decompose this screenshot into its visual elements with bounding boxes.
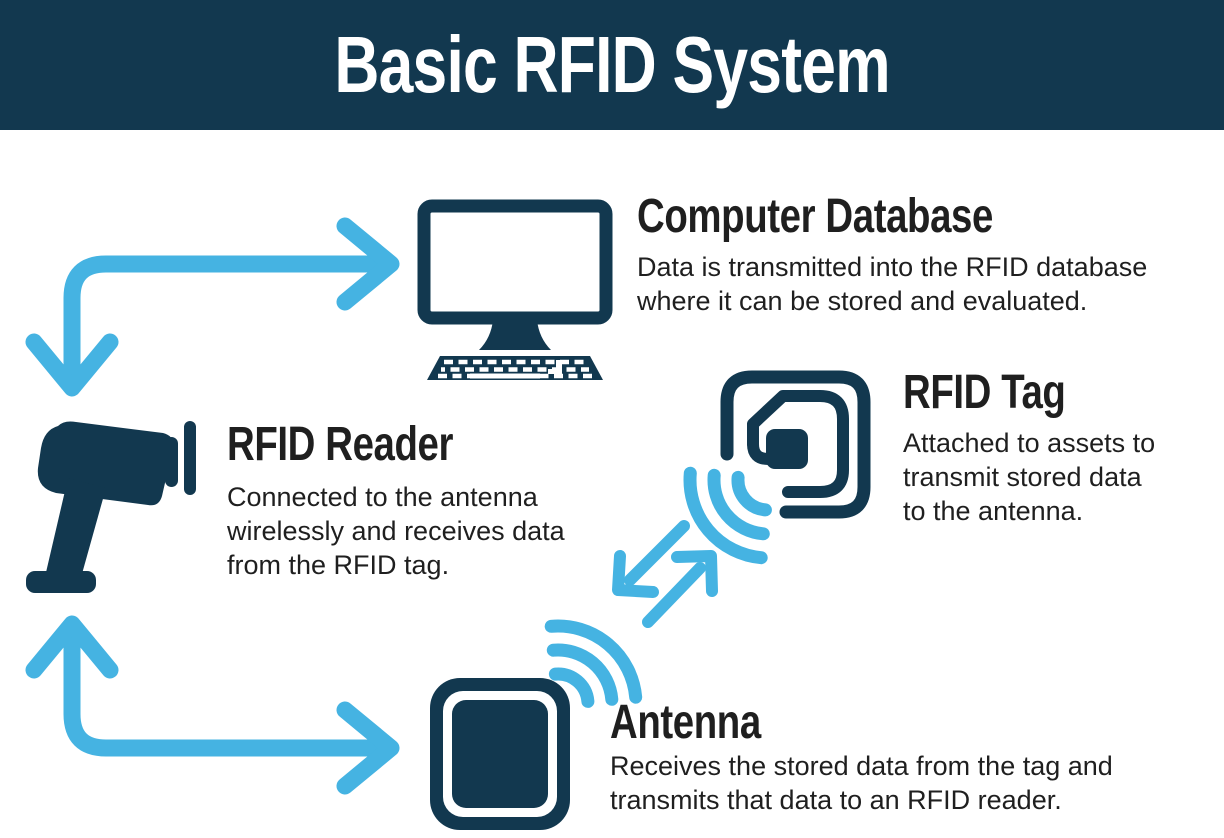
arrowhead-right-icon [336,701,400,795]
arrowhead-down-icon [25,333,119,397]
rfid-reader-title: RFID Reader [227,418,454,471]
computer-database-description: Data is transmitted into the RFID databa… [637,252,1148,316]
arrow-up-right-icon [642,562,706,628]
handheld-rfid-reader-icon [26,421,196,593]
antenna-signal-icon [544,619,643,708]
rfid-tag-description: Attached to assets to transmit stored da… [903,428,1156,526]
arrow-down-left-icon [624,520,690,586]
rfid-reader-description: Connected to the antenna wirelessly and … [227,482,565,580]
computer-database-title: Computer Database [637,190,993,243]
rfid-tag-title: RFID Tag [903,366,1066,419]
wireless-exchange-arrows [612,520,718,628]
antenna-description: Receives the stored data from the tag an… [610,751,1113,815]
desktop-computer-icon [417,199,613,380]
arrowhead-up-icon [25,615,119,679]
reader-antenna-arrow [25,615,400,795]
arrowhead-right-icon [336,217,400,311]
page-title: Basic RFID System [334,20,890,109]
antenna-icon [430,678,570,830]
reader-computer-arrow [25,217,400,397]
rfid-tag-icon [720,370,871,519]
antenna-title: Antenna [610,696,761,749]
tag-signal-icon [683,466,772,565]
header-bar: Basic RFID System [0,0,1224,130]
